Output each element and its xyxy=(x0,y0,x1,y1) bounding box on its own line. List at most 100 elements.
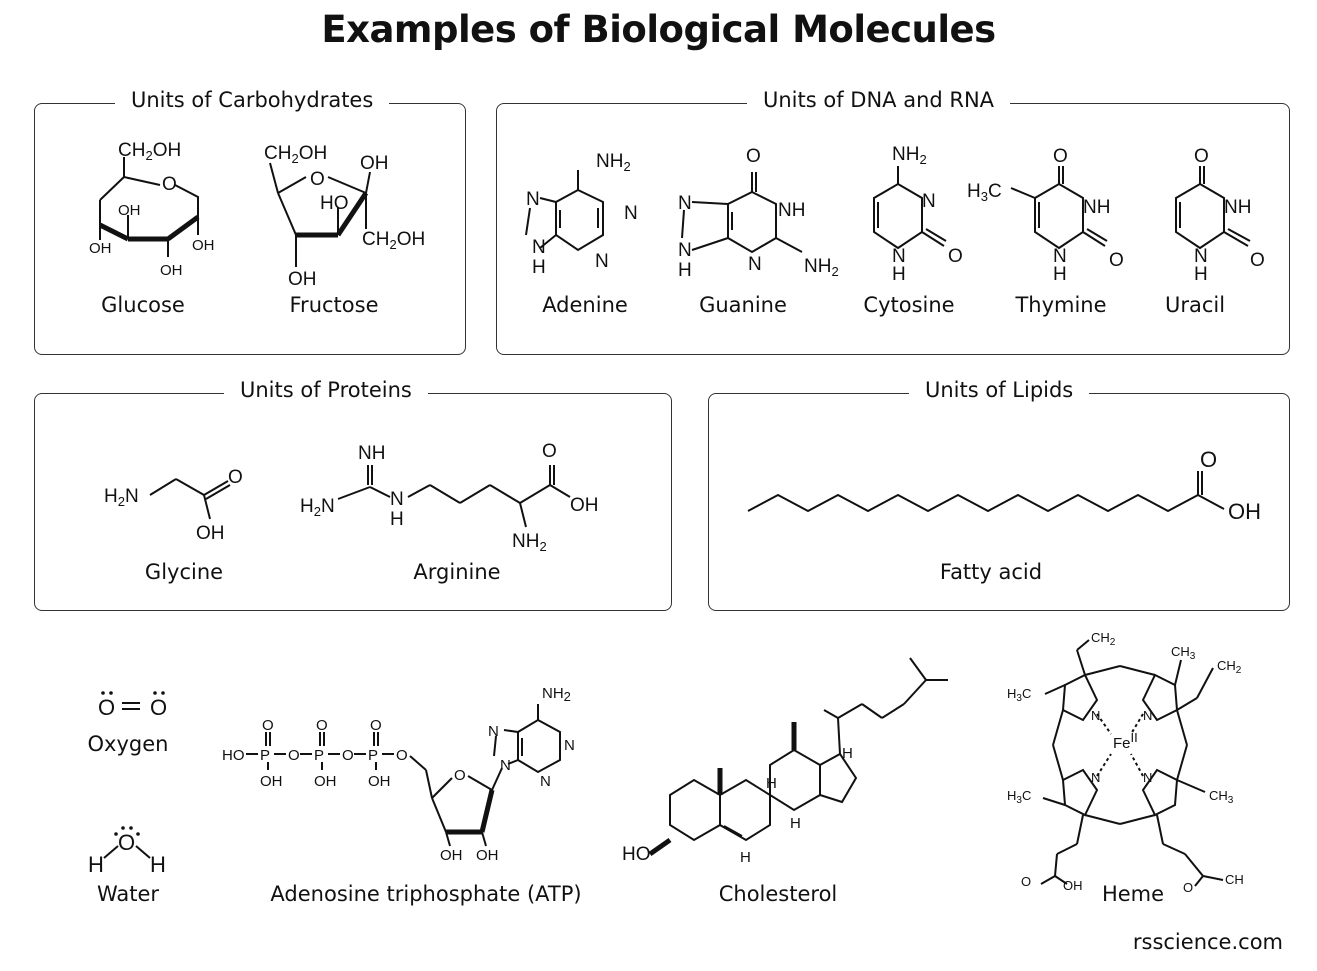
arginine-structure: NH H2N N H O OH NH2 xyxy=(300,441,599,554)
svg-text:O: O xyxy=(370,717,382,734)
nucleic-panel-title: Units of DNA and RNA xyxy=(747,88,1011,112)
svg-text:N: N xyxy=(540,773,551,790)
carbohydrates-panel: Units of Carbohydrates xyxy=(34,88,466,355)
adenine-structure: NH2 N N N N H xyxy=(525,151,638,278)
svg-text:H: H xyxy=(842,745,853,762)
proteins-panel: Units of Proteins xyxy=(34,378,672,611)
svg-text:NH2: NH2 xyxy=(892,144,927,167)
svg-text:H3C: H3C xyxy=(1007,686,1031,704)
lipids-panel: Units of Lipids xyxy=(708,378,1290,611)
water-label: Water xyxy=(96,882,160,906)
svg-text:P: P xyxy=(260,747,270,764)
svg-text:NH: NH xyxy=(1083,197,1110,218)
svg-text:N: N xyxy=(1091,770,1100,785)
svg-text:N: N xyxy=(1091,708,1100,723)
svg-text:H: H xyxy=(892,264,906,285)
svg-text:NH: NH xyxy=(358,443,385,464)
fructose-label: Fructose xyxy=(289,293,379,317)
fatty-acid-structure: O OH xyxy=(747,447,1261,524)
svg-text:O: O xyxy=(1183,880,1193,895)
svg-text:N: N xyxy=(748,254,762,275)
svg-text:CH3: CH3 xyxy=(1209,788,1234,806)
svg-text:N: N xyxy=(1053,246,1067,267)
svg-text:CH2OH: CH2OH xyxy=(362,229,425,252)
thymine-label: Thymine xyxy=(1015,293,1107,317)
fructose-structure: CH2OH O OH HO CH2OH OH xyxy=(264,143,425,290)
svg-text:HO: HO xyxy=(222,747,245,764)
svg-text:N: N xyxy=(922,191,936,212)
cholesterol-label: Cholesterol xyxy=(718,882,838,906)
svg-text:OH: OH xyxy=(196,523,225,544)
svg-text:OH: OH xyxy=(368,773,391,790)
svg-text:O: O xyxy=(228,467,243,488)
svg-text:H2N: H2N xyxy=(104,486,139,509)
svg-text:N: N xyxy=(526,189,540,210)
svg-text:FeII: FeII xyxy=(1113,730,1138,752)
svg-text:O: O xyxy=(288,747,300,764)
svg-text:O: O xyxy=(1200,447,1217,472)
svg-text:H: H xyxy=(88,852,104,877)
svg-text:N: N xyxy=(390,489,404,510)
oxygen-structure: O O xyxy=(98,691,167,720)
glycine-label: Glycine xyxy=(144,560,224,584)
svg-text:N: N xyxy=(488,723,499,740)
svg-text:O: O xyxy=(342,747,354,764)
lipids-panel-title: Units of Lipids xyxy=(909,378,1090,402)
svg-text:HO: HO xyxy=(622,844,651,865)
uracil-label: Uracil xyxy=(1164,293,1226,317)
svg-text:O: O xyxy=(746,146,761,167)
svg-text:H: H xyxy=(1053,264,1067,285)
svg-text:O: O xyxy=(1194,146,1209,167)
page-title: Examples of Biological Molecules xyxy=(321,8,996,51)
svg-text:O: O xyxy=(948,246,963,267)
svg-text:O: O xyxy=(454,767,466,784)
glycine-structure: H2N O OH xyxy=(104,467,243,544)
svg-text:CH2OH: CH2OH xyxy=(264,143,327,166)
svg-text:HO: HO xyxy=(320,193,349,214)
cholesterol-structure: H H H H HO xyxy=(622,657,948,866)
svg-text:OH: OH xyxy=(476,847,499,864)
svg-text:OH: OH xyxy=(118,202,141,219)
svg-text:OH: OH xyxy=(440,847,463,864)
svg-text:OH: OH xyxy=(570,495,599,516)
svg-text:H3C: H3C xyxy=(1007,788,1031,806)
svg-text:OH: OH xyxy=(288,269,317,290)
svg-text:O: O xyxy=(1053,146,1068,167)
svg-text:O: O xyxy=(162,174,177,195)
arginine-label: Arginine xyxy=(413,560,501,584)
carbohydrates-panel-title: Units of Carbohydrates xyxy=(115,88,390,112)
svg-text:N: N xyxy=(678,193,692,214)
svg-text:NH2: NH2 xyxy=(804,256,839,279)
fatty-acid-label: Fatty acid xyxy=(939,560,1043,584)
svg-text:N: N xyxy=(564,737,575,754)
svg-text:N: N xyxy=(678,240,692,261)
svg-text:OH: OH xyxy=(160,262,183,279)
svg-text:O: O xyxy=(310,169,325,190)
svg-text:OH: OH xyxy=(314,773,337,790)
svg-text:N: N xyxy=(1194,246,1208,267)
svg-text:OH: OH xyxy=(1063,878,1083,893)
svg-text:H: H xyxy=(766,775,777,792)
svg-text:O: O xyxy=(118,830,135,855)
svg-text:P: P xyxy=(368,747,378,764)
svg-text:N: N xyxy=(624,203,638,224)
svg-text:H: H xyxy=(150,852,166,877)
guanine-structure: O N NH N NH2 N H xyxy=(678,146,839,281)
svg-text:O: O xyxy=(1021,874,1031,889)
svg-text:H: H xyxy=(790,815,801,832)
svg-text:H: H xyxy=(390,509,404,530)
atp-label: Adenosine triphosphate (ATP) xyxy=(270,882,582,906)
nucleic-panel: Units of DNA and RNA xyxy=(496,88,1290,355)
svg-text:O: O xyxy=(98,695,115,720)
svg-text:OH: OH xyxy=(192,237,215,254)
svg-text:O: O xyxy=(1109,250,1124,271)
thymine-structure: O H3C NH O N H xyxy=(967,146,1124,285)
svg-text:P: P xyxy=(314,747,324,764)
glucose-structure: CH2OH O OH OH OH OH xyxy=(89,140,215,279)
adenine-label: Adenine xyxy=(542,293,628,317)
svg-text:H: H xyxy=(1194,264,1208,285)
cytosine-label: Cytosine xyxy=(863,293,955,317)
svg-text:NH: NH xyxy=(1224,197,1251,218)
svg-text:OH: OH xyxy=(260,773,283,790)
oxygen-label: Oxygen xyxy=(87,732,169,756)
